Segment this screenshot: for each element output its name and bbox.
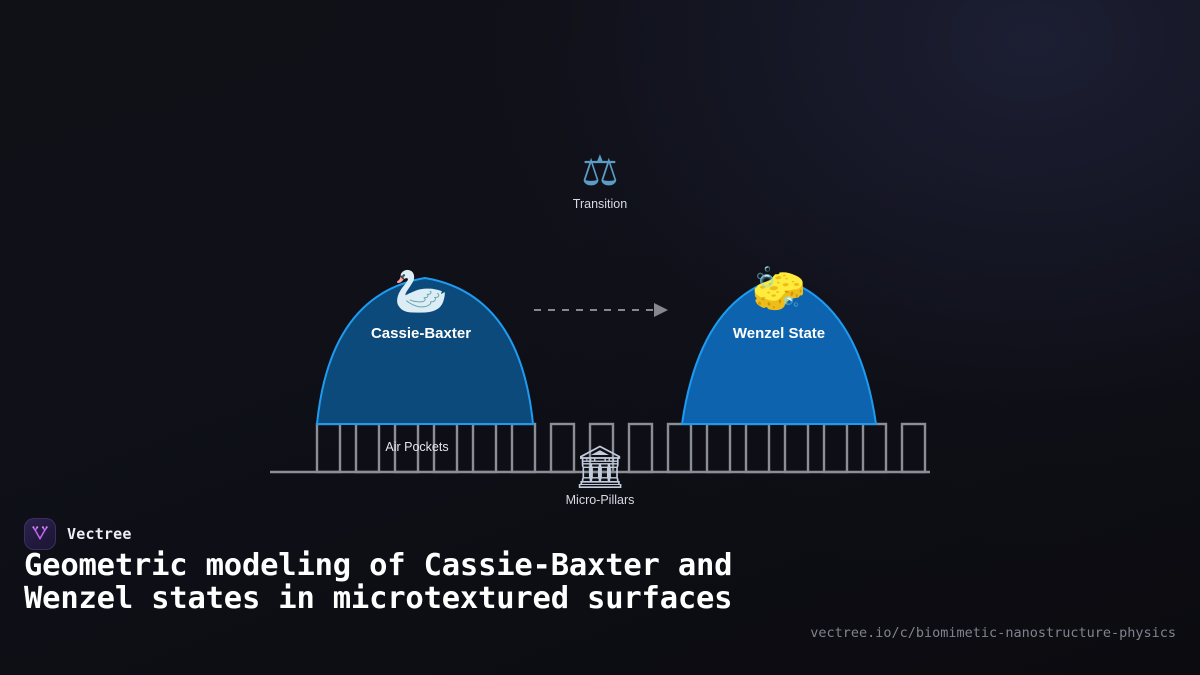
wenzel-infiltrated-water [660,424,890,472]
footer-area: Vectree Geometric modeling of Cassie-Bax… [0,506,1200,675]
micro-pillars-node: 🏛 Micro-Pillars [540,446,660,507]
transition-label: Transition [572,197,628,211]
micro-pillar [861,422,888,474]
micro-pillar [900,422,927,474]
diagram-area: ⚖ Transition 🏛 Micro-Pillars 🦢 🧽 Cassie-… [270,150,930,507]
micro-pillar [510,422,537,474]
cassie-baxter-droplet [315,276,535,425]
micro-pillar [783,422,810,474]
wenzel-droplet [680,276,878,425]
wenzel-emoji-node: 🧽 [724,268,834,312]
micro-pillar [666,422,693,474]
balance-scale-icon: ⚖ [581,146,619,195]
micro-pillars-label: Micro-Pillars [565,493,635,507]
cassie-baxter-emoji-node: 🦢 [366,270,476,314]
transition-node: ⚖ Transition [540,150,660,211]
brand-name: Vectree [67,525,132,543]
micro-pillar [744,422,771,474]
sponge-icon: 🧽 [751,264,807,315]
diagram-svg [270,276,930,474]
air-pockets-label: Air Pockets [385,440,449,454]
swan-icon: 🦢 [393,266,449,317]
vectree-mark [32,526,48,541]
brand-row[interactable]: Vectree [24,518,132,550]
wenzel-state-label: Wenzel State [732,325,826,342]
page-title: Geometric modeling of Cassie-Baxter and … [24,548,733,616]
footer-url: vectree.io/c/biomimetic-nanostructure-ph… [810,625,1176,641]
classical-building-icon: 🏛 [573,442,627,491]
cassie-baxter-label: Cassie-Baxter [370,325,472,342]
micro-pillar [822,422,849,474]
vectree-logo-icon [24,518,56,550]
micro-pillar [705,422,732,474]
micro-pillar [315,422,342,474]
